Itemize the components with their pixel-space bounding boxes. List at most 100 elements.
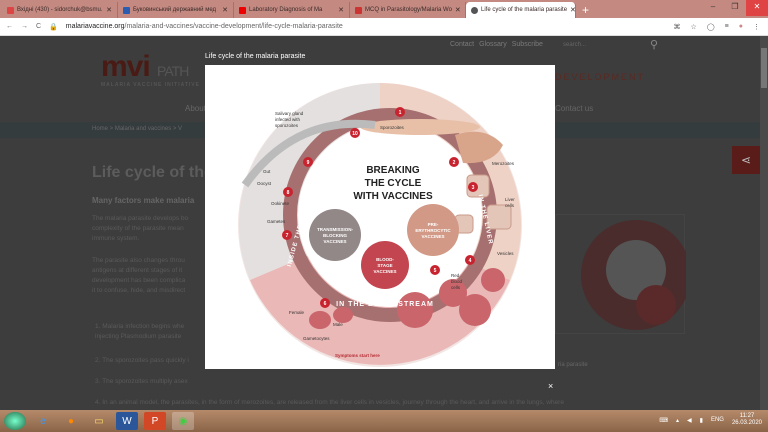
search-input[interactable]: search...: [563, 42, 587, 48]
pre-erythrocytic-bubble: [407, 204, 459, 256]
translate-icon[interactable]: ⌘: [673, 23, 681, 31]
step-marker: [468, 182, 478, 192]
label: sporozoites: [275, 123, 299, 128]
step-number: 10: [352, 131, 358, 137]
vaccine-label: PRE-: [428, 222, 439, 227]
page-subtitle: Many factors make malaria: [92, 196, 195, 205]
reload-icon[interactable]: C: [36, 23, 42, 30]
step-marker: [465, 255, 475, 265]
step-marker: [303, 157, 313, 167]
powerpoint-icon[interactable]: P: [144, 412, 166, 430]
close-window-button[interactable]: ✕: [746, 0, 768, 16]
maximize-button[interactable]: ❐: [731, 2, 739, 11]
scrollbar-thumb[interactable]: [761, 48, 767, 88]
label: Oocyst: [257, 181, 272, 186]
tab-label: Вхідні (430) - sidorchuk@bsmu.: [17, 7, 103, 13]
show-hidden-icon[interactable]: ▴: [676, 417, 680, 424]
menu-icon[interactable]: ⋮: [753, 23, 760, 31]
search-icon[interactable]: ⚲: [650, 39, 659, 51]
liver-icon: [455, 131, 503, 164]
subscribe-link[interactable]: Subscribe: [511, 41, 543, 48]
close-tab-icon[interactable]: ✕: [570, 7, 576, 14]
label: Sporozoites: [380, 125, 405, 130]
extension-icon[interactable]: ◯: [706, 23, 715, 31]
list-item: 4. In an animal model, the parasites, in…: [95, 399, 564, 406]
lock-icon: 🔒: [49, 23, 58, 31]
volume-icon[interactable]: ◀: [687, 417, 692, 424]
step-marker: [430, 265, 440, 275]
url-path: /malaria-and-vaccines/vaccine-developmen…: [124, 23, 343, 30]
step-number: 5: [434, 268, 437, 274]
tab-youtube[interactable]: Laboratory Diagnosis of Ma ✕: [234, 2, 350, 18]
minimize-button[interactable]: –: [710, 2, 716, 11]
word-icon[interactable]: W: [116, 412, 138, 430]
vaccine-label: TRANSMISSION-: [317, 227, 354, 232]
address-bar: ← → C 🔒 malariavaccine.org/malaria-and-v…: [0, 18, 768, 36]
modal-close-button[interactable]: ×: [548, 381, 554, 391]
time: 11:27: [739, 413, 755, 419]
step-number: 4: [469, 258, 472, 264]
label: Female: [289, 310, 305, 315]
nav-contact-us[interactable]: Contact us: [555, 104, 594, 113]
vaccine-label: VACCINES: [374, 269, 397, 274]
vaccine-label: ERYTHROCYTIC: [415, 228, 451, 233]
nav-about[interactable]: About: [185, 104, 206, 113]
close-tab-icon[interactable]: ✕: [338, 7, 344, 14]
tab-label: MCQ in Parasitology/Malaria Wo: [365, 7, 452, 13]
language-indicator[interactable]: ENG: [710, 417, 724, 423]
center-circle: [298, 123, 482, 307]
url-field[interactable]: malariavaccine.org/malaria-and-vaccines/…: [66, 23, 343, 30]
label: Liver: [505, 197, 515, 202]
youtube-icon: [239, 6, 246, 14]
label: infected with: [275, 117, 301, 122]
ie-icon[interactable]: e: [40, 415, 46, 427]
vaccine-label: BLOCKING: [323, 233, 347, 238]
reading-list-icon[interactable]: ≡: [724, 22, 729, 30]
forward-icon[interactable]: →: [21, 23, 28, 30]
text-line: The parasite also changes throu: [92, 257, 185, 264]
step-marker: [395, 107, 405, 117]
scrollbar[interactable]: [760, 36, 768, 410]
tab-mcq[interactable]: MCQ in Parasitology/Malaria Wo✕: [350, 2, 466, 18]
avatar[interactable]: ●: [738, 22, 743, 30]
keyboard-icon[interactable]: ⌨: [659, 417, 668, 424]
tab-bsmu[interactable]: Буковинський державний мед✕: [118, 2, 234, 18]
red-blood-cells: [309, 268, 505, 329]
breadcrumb[interactable]: Home > Malaria and vaccines > V: [92, 126, 183, 132]
mvi-logo[interactable]: mvi PATH: [101, 50, 189, 84]
modal-title: Life cycle of the malaria parasite: [205, 53, 306, 60]
close-tab-icon[interactable]: ✕: [106, 7, 112, 14]
step-number: 6: [324, 301, 327, 307]
diagram-thumbnail[interactable]: [555, 214, 691, 334]
share-button[interactable]: ⋖: [732, 146, 760, 174]
life-cycle-diagram: BREAKING THE CYCLE WITH VACCINES TRANSMI…: [238, 83, 522, 367]
new-tab-button[interactable]: +: [582, 3, 590, 17]
back-icon[interactable]: ←: [6, 23, 13, 30]
firefox-icon[interactable]: ●: [67, 415, 75, 427]
explorer-icon[interactable]: ▭: [94, 415, 104, 427]
chrome-icon[interactable]: ◉: [172, 412, 194, 430]
tab-label: Life cycle of the malaria parasite: [481, 7, 568, 13]
step-marker: [320, 298, 330, 308]
star-icon[interactable]: ☆: [690, 23, 697, 31]
glossary-link[interactable]: Glossary: [479, 41, 507, 48]
center-title-line: BREAKING: [366, 165, 420, 176]
network-icon[interactable]: ▮: [699, 417, 703, 424]
tab-gmail[interactable]: Вхідні (430) - sidorchuk@bsmu.✕: [2, 2, 118, 18]
logo-text: mvi: [101, 50, 151, 83]
tab-life-cycle[interactable]: Life cycle of the malaria parasite✕: [466, 2, 576, 18]
label: Gut: [263, 169, 271, 174]
contact-link[interactable]: Contact: [450, 41, 475, 48]
label: Salivary gland: [275, 111, 304, 116]
globe-icon: [471, 6, 478, 14]
start-button[interactable]: [4, 412, 26, 430]
close-tab-icon[interactable]: ✕: [454, 7, 461, 14]
text-line: complexity of the parasite mean: [92, 225, 184, 232]
page-title: Life cycle of the: [92, 164, 213, 181]
close-tab-icon[interactable]: ✕: [222, 7, 228, 14]
tab-label: Laboratory Diagnosis of Ma: [249, 7, 323, 13]
step-number: 3: [472, 185, 475, 191]
